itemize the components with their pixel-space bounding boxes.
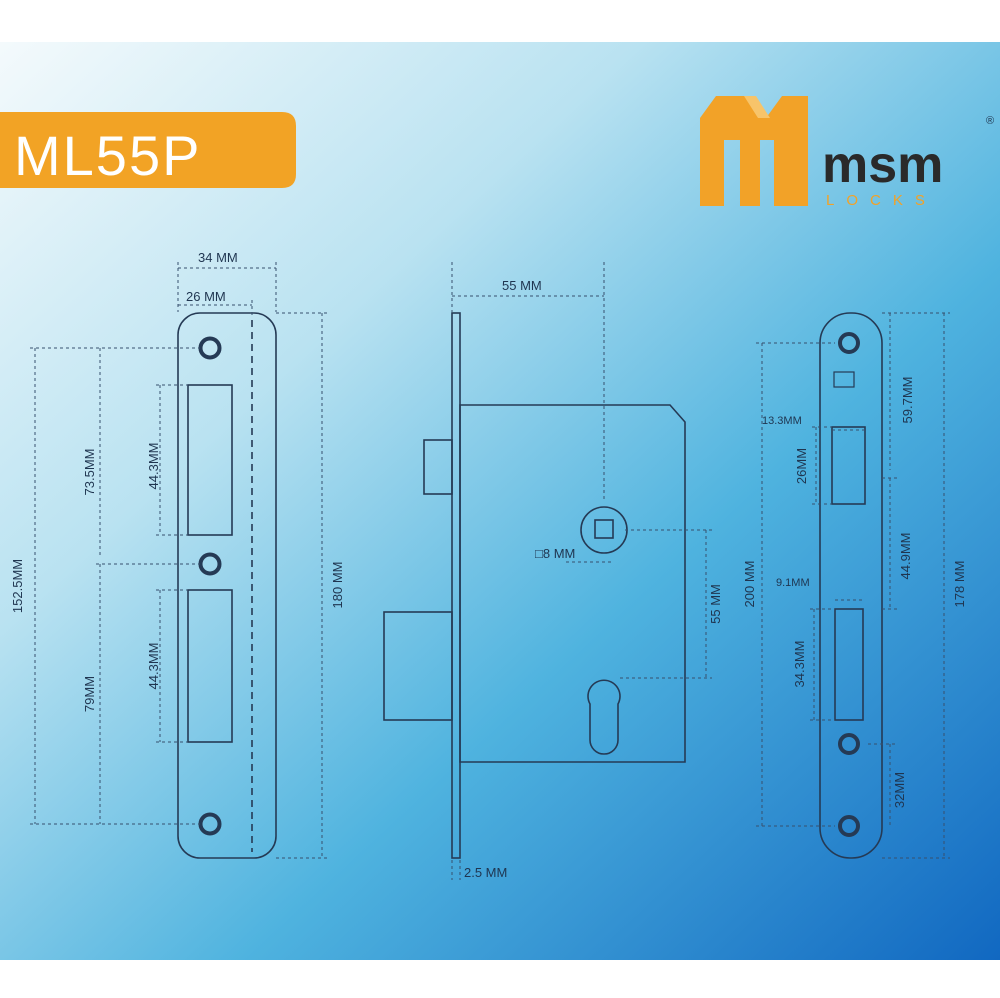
strike-upper-slot-height-label: 26MM: [794, 448, 809, 484]
strike-plate: [819, 312, 883, 859]
brand-subtitle: LOCKS: [826, 192, 937, 209]
front-width-inner-label: 26 MM: [186, 289, 226, 304]
front-hole-spacing-label: 152.5MM: [10, 559, 25, 613]
logo-highlight-icon: [744, 96, 770, 118]
msm-logo: msm LOCKS ®: [700, 96, 994, 209]
registered-mark: ®: [986, 115, 994, 127]
front-upper-offset-label: 73.5MM: [82, 449, 97, 496]
front-plate: [177, 312, 277, 859]
spindle-label: □8 MM: [535, 546, 575, 561]
title-badge: ML55P: [0, 112, 296, 188]
logo-mark-icon: [700, 96, 808, 206]
front-height-label: 180 MM: [330, 562, 345, 609]
strike-middle-offset-label: 44.9MM: [898, 533, 913, 580]
front-lower-offset-label: 79MM: [82, 676, 97, 712]
strike-lower-slot-height-label: 34.3MM: [792, 641, 807, 688]
center-distance-label: 55 MM: [708, 584, 723, 624]
brand-name: msm: [822, 136, 943, 194]
plate-thickness-label: 2.5 MM: [464, 865, 507, 880]
front-lower-slot-label: 44.3MM: [146, 643, 161, 690]
strike-top-offset-label: 59.7MM: [900, 377, 915, 424]
product-title: ML55P: [14, 124, 201, 187]
background-panel: [0, 42, 1000, 960]
backset-label: 55 MM: [502, 278, 542, 293]
strike-bottom-offset-label: 32MM: [892, 772, 907, 808]
lock-emblem-icon: [833, 371, 855, 388]
strike-height-label: 178 MM: [952, 561, 967, 608]
strike-hole-spacing-label: 200 MM: [742, 561, 757, 608]
front-width-outer-label: 34 MM: [198, 250, 238, 265]
dimension-lines: [30, 262, 950, 880]
strike-upper-slot-width-label: 13.3MM: [762, 415, 802, 427]
front-upper-slot-label: 44.3MM: [146, 443, 161, 490]
strike-lower-slot-width-label: 9.1MM: [776, 577, 810, 589]
